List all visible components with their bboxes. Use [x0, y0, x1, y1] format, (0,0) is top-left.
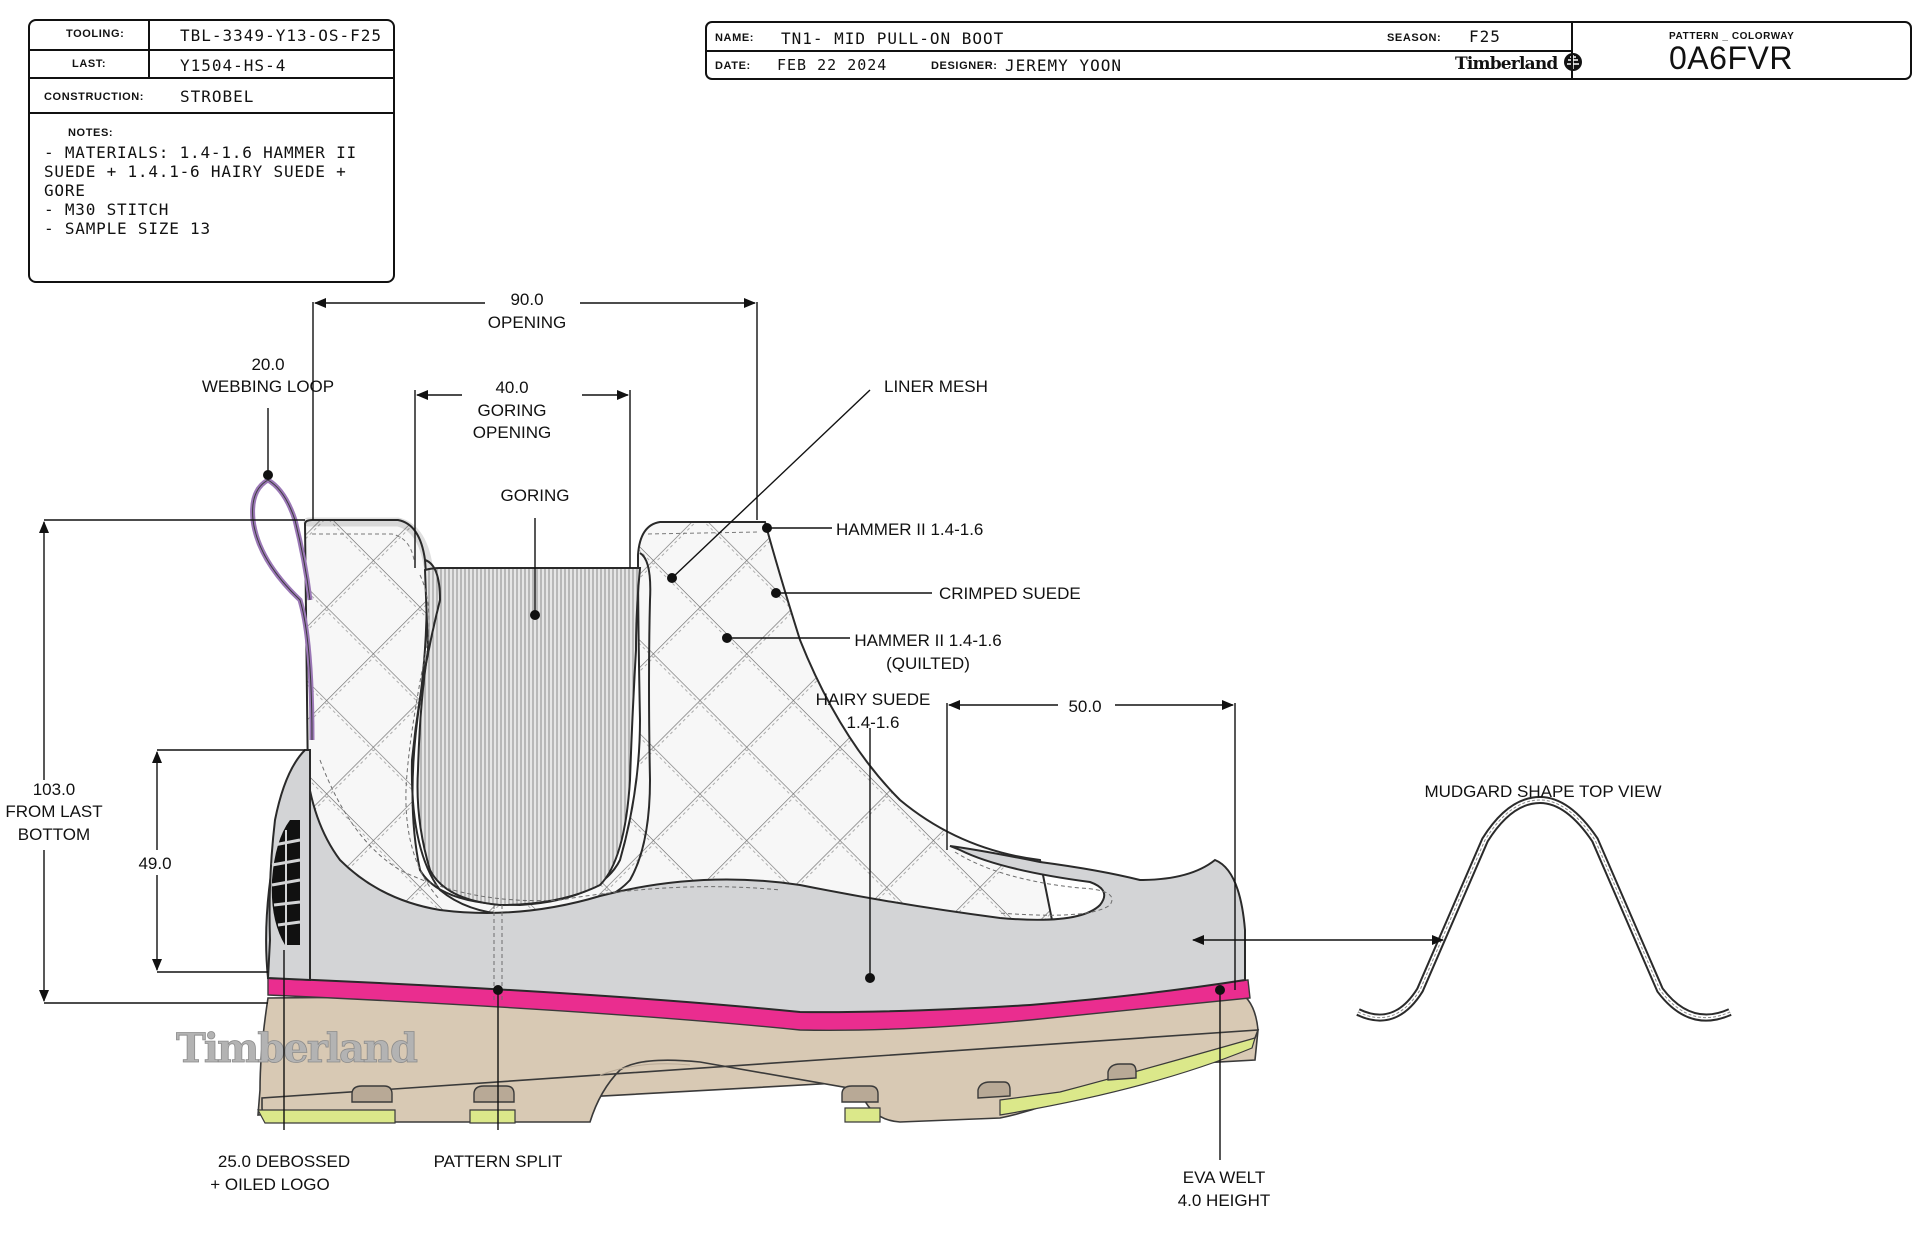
date-value: FEB 22 2024	[777, 56, 888, 74]
spec-divider-2	[30, 77, 393, 79]
note-line: - SAMPLE SIZE 13	[44, 219, 211, 238]
note-line: SUEDE + 1.4.1-6 HAIRY SUEDE +	[44, 162, 347, 181]
height-label-1: FROM LAST	[5, 802, 102, 821]
opening-label: OPENING	[488, 313, 566, 332]
construction-value: STROBEL	[180, 87, 255, 106]
mudguard-width-value: 50.0	[1068, 697, 1101, 716]
debossed-logo-label-1: 25.0 DEBOSSED	[218, 1152, 350, 1171]
liner-mesh-label: LINER MESH	[884, 377, 988, 396]
opening-value: 90.0	[510, 290, 543, 309]
note-line: GORE	[44, 181, 86, 200]
brand-wordmark: Timberland	[1455, 54, 1558, 74]
crimped-suede-label: CRIMPED SUEDE	[939, 584, 1081, 603]
mudguard-top-view-shape	[1356, 795, 1732, 1022]
notes-list: - MATERIALS: 1.4-1.6 HAMMER II SUEDE + 1…	[44, 143, 384, 238]
hairy-suede-label-1: HAIRY SUEDE	[816, 690, 931, 709]
date-label: DATE:	[715, 60, 751, 72]
height-label-2: BOTTOM	[18, 825, 90, 844]
spec-col-divider	[148, 21, 150, 77]
goring-opening-label-2: OPENING	[473, 423, 551, 442]
pattern-divider	[1571, 23, 1573, 78]
goring-panel	[416, 567, 642, 907]
hammer-quilted-label-1: HAMMER II 1.4-1.6	[854, 631, 1001, 650]
sole-brand-mark: Timberland	[176, 1025, 418, 1072]
title-divider	[707, 50, 1571, 52]
note-line: - MATERIALS: 1.4-1.6 HAMMER II	[44, 143, 357, 162]
eva-welt-label-2: 4.0 HEIGHT	[1178, 1191, 1271, 1210]
construction-label: CONSTRUCTION:	[44, 91, 145, 103]
hairy-suede-label-2: 1.4-1.6	[847, 713, 900, 732]
designer-label: DESIGNER:	[931, 60, 998, 72]
tree-logo-icon	[271, 820, 301, 950]
debossed-logo-label-2: + OILED LOGO	[210, 1175, 330, 1194]
tooling-value: TBL-3349-Y13-OS-F25	[180, 26, 383, 45]
hammer-quilted-label-2: (QUILTED)	[886, 654, 970, 673]
pattern-split-label: PATTERN SPLIT	[434, 1152, 563, 1171]
spec-box: TOOLING: TBL-3349-Y13-OS-F25 LAST: Y1504…	[28, 19, 395, 283]
name-value: TN1- MID PULL-ON BOOT	[781, 29, 1005, 48]
webbing-value: 20.0	[251, 355, 284, 374]
hammer-top-label: HAMMER II 1.4-1.6	[836, 520, 983, 539]
goring-opening-label-1: GORING	[478, 401, 547, 420]
season-value: F25	[1469, 27, 1501, 46]
notes-label: NOTES:	[68, 127, 114, 139]
pattern-label: PATTERN _ COLORWAY	[1669, 31, 1795, 42]
designer-value: JEREMY YOON	[1005, 56, 1122, 75]
leader-dots	[263, 470, 1225, 995]
eva-welt-label-1: EVA WELT	[1183, 1168, 1266, 1187]
boot-upper	[303, 517, 1062, 961]
title-block: NAME: TN1- MID PULL-ON BOOT SEASON: F25 …	[705, 21, 1912, 80]
tooling-label: TOOLING:	[66, 28, 125, 40]
name-label: NAME:	[715, 32, 755, 44]
goring-opening-value: 40.0	[495, 378, 528, 397]
webbing-label: WEBBING LOOP	[202, 377, 334, 396]
note-line: - M30 STITCH	[44, 200, 170, 219]
pattern-value: 0A6FVR	[1669, 40, 1793, 76]
season-label: SEASON:	[1387, 32, 1442, 44]
last-label: LAST:	[72, 58, 107, 70]
counter-height-value: 49.0	[138, 854, 171, 873]
leader-lines	[267, 389, 1221, 1160]
height-value: 103.0	[33, 780, 76, 799]
mudguard-top-view-label: MUDGARD SHAPE TOP VIEW	[1424, 782, 1661, 801]
spec-divider-3	[30, 112, 393, 114]
spec-divider-1	[30, 49, 393, 51]
dimension-lines	[39, 298, 1444, 1004]
last-value: Y1504-HS-4	[180, 56, 287, 75]
goring-label: GORING	[501, 486, 570, 505]
mudguard	[265, 751, 1246, 1014]
